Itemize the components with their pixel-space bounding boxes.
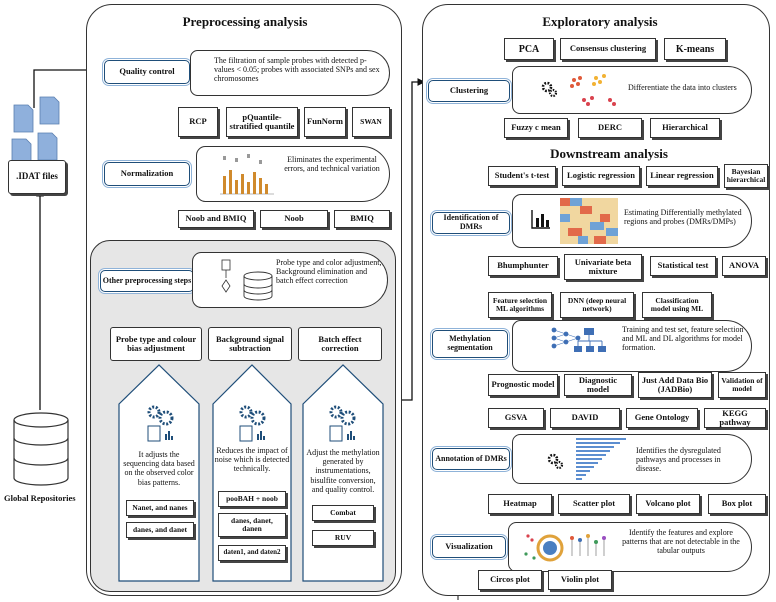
norm-method-pquantile: pQuantile-stratified quantile [226, 107, 298, 137]
norm-method-rcp: RCP [178, 107, 218, 137]
norm-method-swan: SWAN [352, 107, 390, 137]
gears-doc-icon [144, 404, 180, 444]
clust-method-fuzzy: Fuzzy c mean [504, 118, 568, 138]
dmr-method-statistical: Statistical test [650, 256, 716, 276]
seg-description: Training and test set, feature selection… [622, 325, 744, 353]
ann-method-go: Gene Ontology [626, 408, 698, 428]
seg-method-diagnostic: Diagnostic model [564, 374, 632, 396]
idat-files-box: .IDAT files [8, 160, 66, 194]
dmr-method-bhumphunter: Bhumphunter [488, 256, 558, 276]
clust-method-consensus: Consensus clustering [560, 38, 656, 60]
norm-method-funnorm: FunNorm [304, 107, 346, 137]
background-method-1: pooBAH + noob [218, 491, 286, 507]
background-method-3: daten1, and daten2 [218, 545, 286, 561]
column-title-background: Background signal subtraction [208, 327, 292, 361]
ann-description-bubble [512, 434, 752, 484]
seg-method-dnn: DNN (deep neural network) [560, 292, 634, 318]
batch-method-combat: Combat [312, 505, 374, 521]
workflow-db-icon [220, 256, 276, 304]
qc-description-bubble [190, 50, 390, 96]
norm-description: Eliminates the experimental errors, and … [284, 155, 380, 174]
vis-method-circos: Circos plot [478, 570, 542, 590]
clustering-node: Clustering [428, 80, 510, 102]
seg-method-classification: Classification model using ML [642, 292, 712, 318]
annotation-node: Annotation of DMRs [432, 448, 510, 470]
batch-description: Adjust the methylation generated by inst… [306, 448, 380, 494]
dmr-description: Estimating Differentially methylated reg… [624, 208, 742, 227]
ann-description: Identifies the dysregulated pathways and… [636, 446, 721, 474]
quality-control-node: Quality control [104, 60, 190, 84]
vis-description: Identify the features and explore patter… [622, 528, 740, 556]
probe-method-2: danes, and danet [126, 522, 194, 538]
column-title-batch: Batch effect correction [298, 327, 382, 361]
qc-description: The filtration of sample probes with det… [214, 56, 380, 84]
idat-files-icon [10, 95, 65, 170]
vis-method-volcano: Volcano plot [636, 494, 700, 514]
heatmap-thumbnail [560, 198, 618, 244]
column-title-probe-type: Probe type and colour bias adjustment [110, 327, 202, 361]
exploratory-title: Exploratory analysis [542, 14, 658, 29]
clust-description: Differentiate the data into clusters [628, 83, 737, 92]
seg-method-validation: Validation of model [718, 372, 766, 398]
seg-method-prognostic: Prognostic model [488, 374, 558, 396]
ann-method-david: DAVID [550, 408, 620, 428]
plots-collage-thumbnail [520, 526, 608, 568]
dmr-description-bubble [512, 194, 752, 248]
clust-method-pca: PCA [504, 38, 554, 60]
clust-method-derc: DERC [578, 118, 642, 138]
vis-method-heatmap: Heatmap [488, 494, 552, 514]
seg-method-jadbio: Just Add Data Bio (JADBio) [638, 372, 712, 398]
column-batch [302, 364, 384, 582]
background-method-2: danes, danet, danen [218, 513, 286, 537]
other-description: Probe type and color adjustment, Backgro… [276, 258, 382, 286]
dmr-method-beta-mixture: Univariate beta mixture [564, 254, 642, 280]
probe-type-description: It adjusts the sequencing data based on … [123, 450, 195, 487]
seg-method-feature: Feature selection ML algorithms [488, 292, 552, 318]
norm-description-bubble [196, 146, 390, 202]
normalization-node: Normalization [104, 162, 190, 186]
gears-doc-icon [326, 404, 362, 444]
gear-icon [540, 80, 558, 98]
probe-method-1: Nanet, and nanes [126, 500, 194, 516]
vis-method-violin: Violin plot [548, 570, 612, 590]
ann-method-kegg: KEGG pathway [704, 408, 766, 428]
bar-chart-thumbnail [218, 150, 276, 198]
background-description: Reduces the impact of noise which is det… [214, 446, 290, 474]
norm-method-noob: Noob [260, 210, 328, 228]
gears-doc-icon [236, 404, 272, 444]
pathway-bars-thumbnail [574, 436, 630, 482]
preprocessing-title: Preprocessing analysis [182, 14, 308, 29]
bar-chart-icon [530, 208, 552, 230]
dmr-method-anova: ANOVA [722, 256, 766, 276]
cluster-dots-image [566, 70, 622, 112]
vis-method-box: Box plot [708, 494, 766, 514]
dmr-method-bayesian: Bayesian hierarchical [724, 164, 768, 188]
norm-method-noob-bmiq: Noob and BMIQ [178, 210, 254, 228]
gear-icon [546, 452, 564, 470]
global-repositories-label: Global Repositories [4, 493, 76, 503]
downstream-title: Downstream analysis [550, 146, 668, 161]
dmr-method-linear: Linear regression [646, 166, 718, 186]
vis-method-scatter: Scatter plot [558, 494, 630, 514]
clust-method-kmeans: K-means [664, 38, 726, 60]
other-steps-node: Other preprocessing steps [100, 270, 194, 292]
visualization-node: Visualization [432, 536, 506, 558]
norm-method-bmiq: BMIQ [334, 210, 390, 228]
segmentation-node: Methylation segmentation [432, 330, 508, 358]
dmr-node: Identification of DMRs [432, 212, 510, 234]
database-icon [10, 410, 72, 490]
ann-method-gsva: GSVA [488, 408, 544, 428]
dmr-method-ttest: Student's t-test [488, 166, 556, 186]
neural-network-icon [548, 322, 608, 370]
clust-method-hierarchical: Hierarchical [650, 118, 720, 138]
dmr-method-logistic: Logistic regression [562, 166, 640, 186]
clust-description-bubble [512, 66, 752, 114]
batch-method-ruv: RUV [312, 530, 374, 546]
